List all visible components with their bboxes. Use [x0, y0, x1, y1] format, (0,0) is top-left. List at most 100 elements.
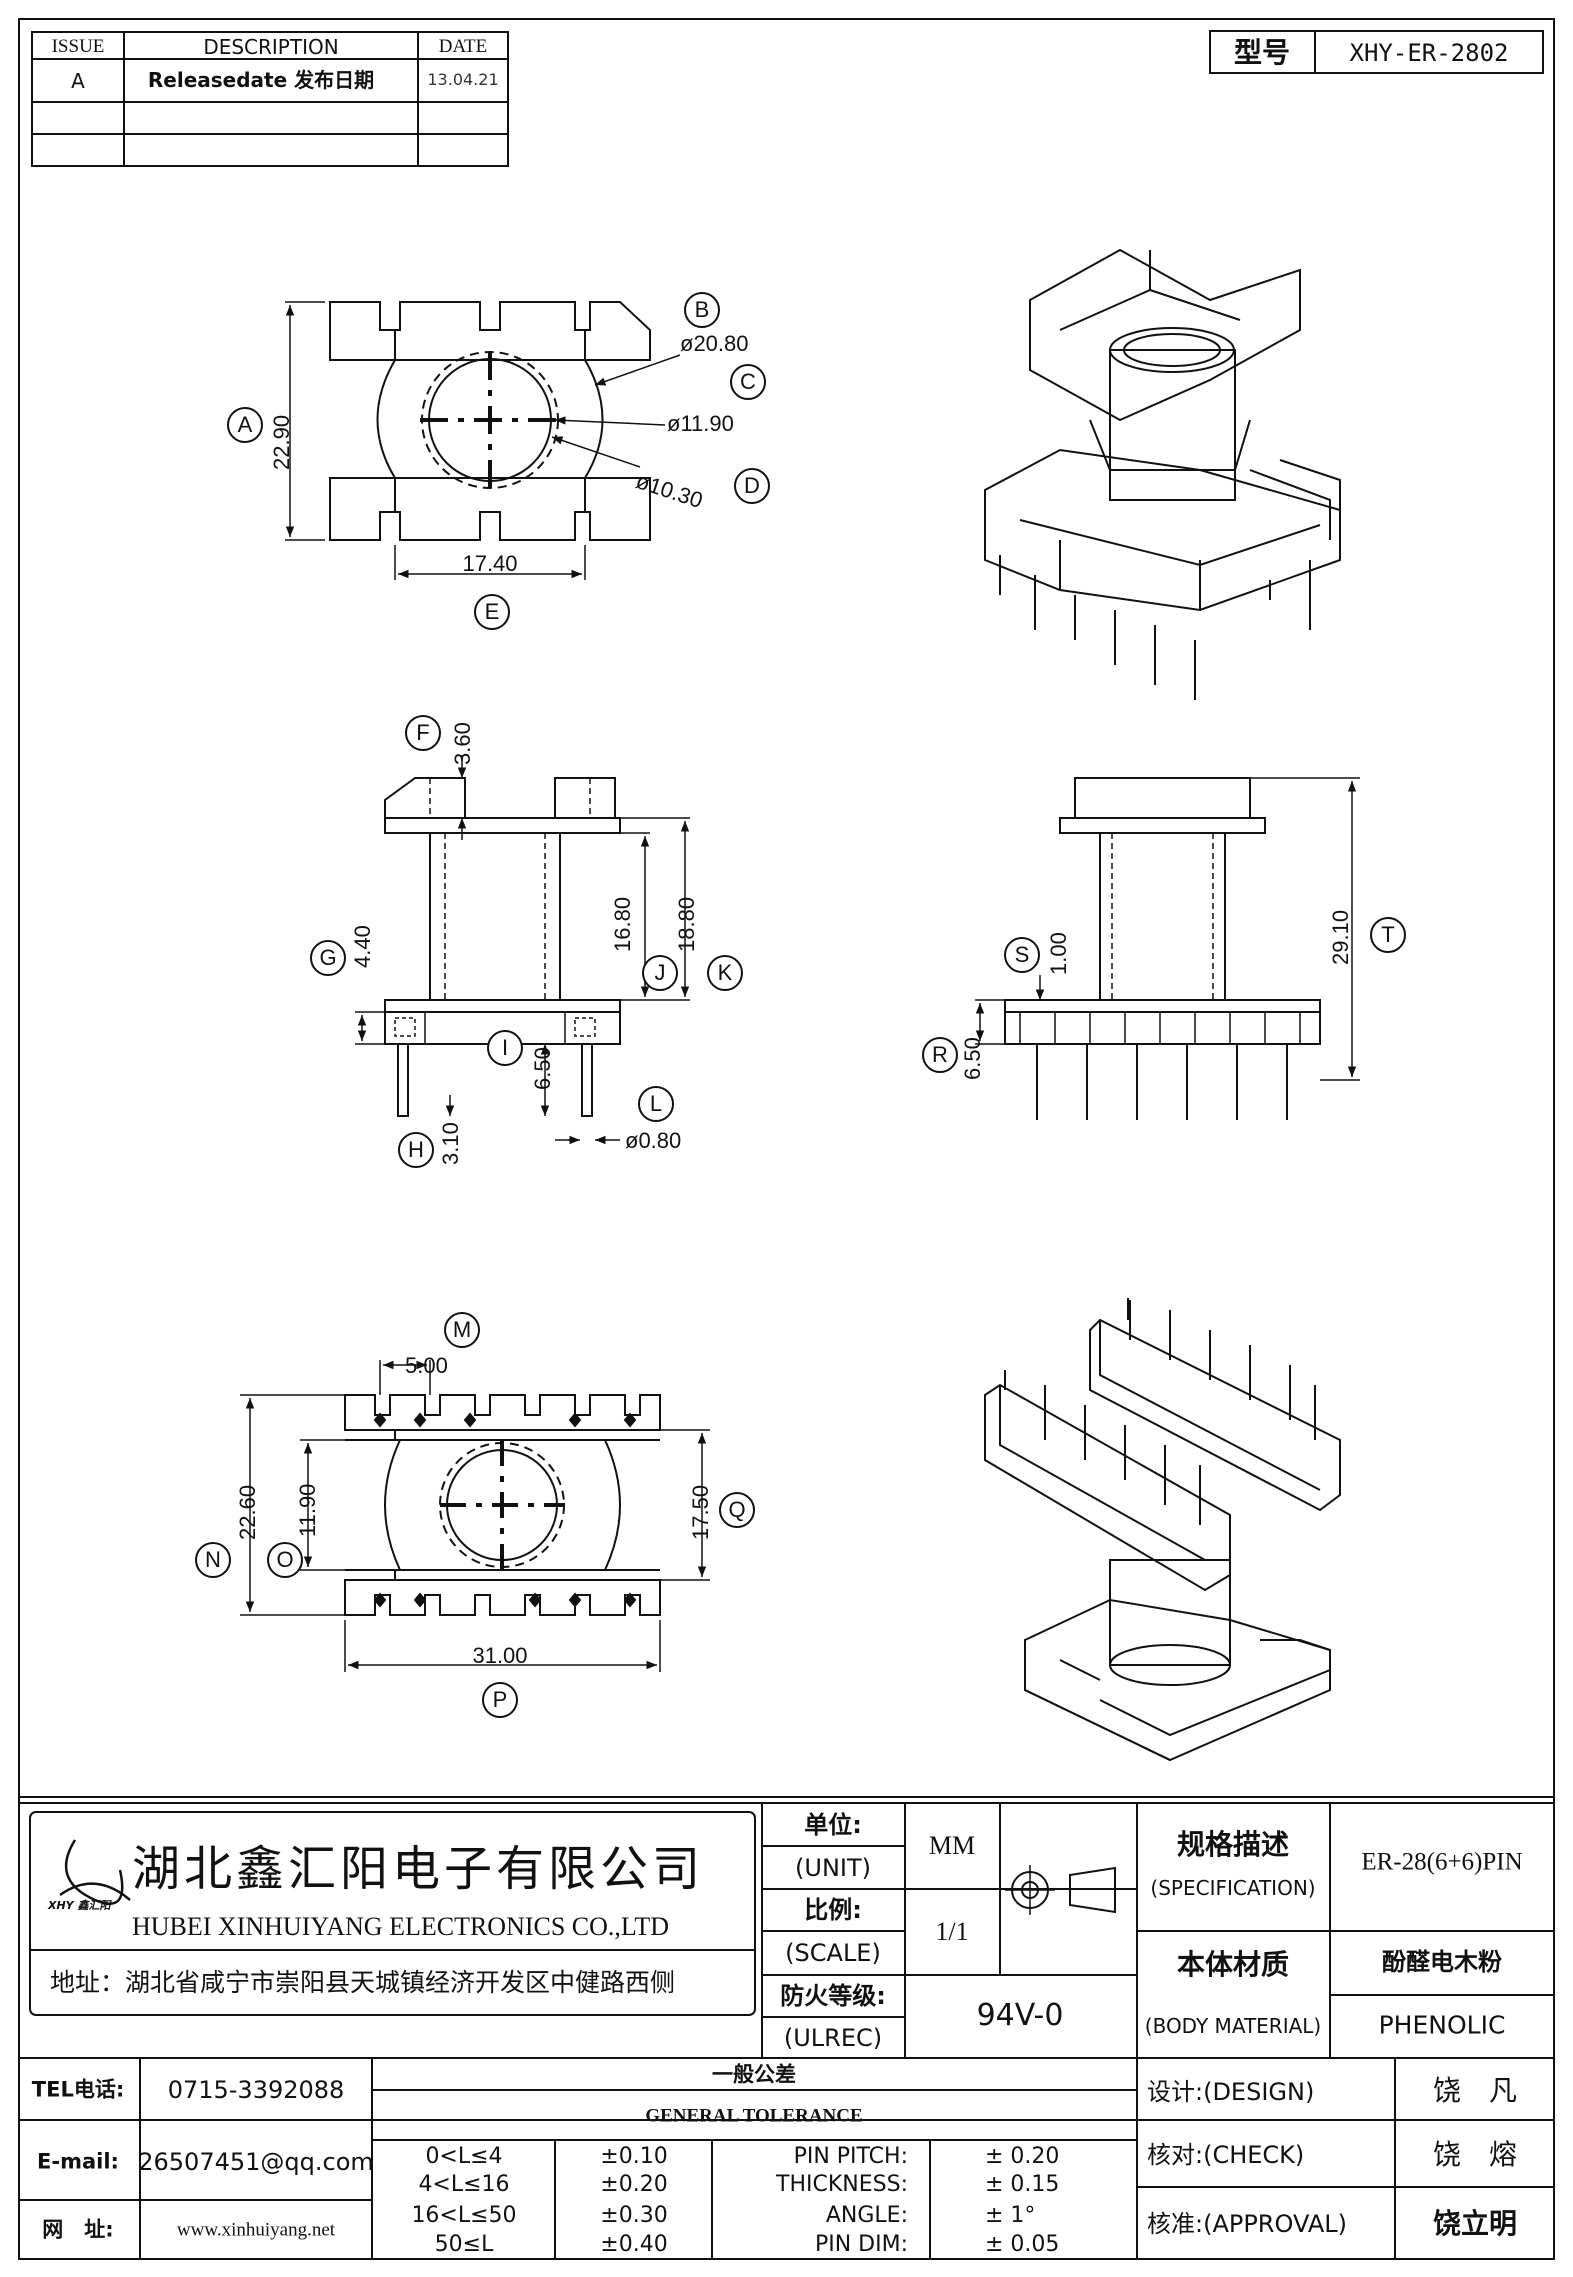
spec-en: (SPECIFICATION) [1150, 1876, 1316, 1900]
callout-m: M [452, 1317, 472, 1342]
callout-o: O [276, 1547, 294, 1572]
callout-r: R [932, 1042, 948, 1067]
callout-i: I [501, 1035, 509, 1060]
rev-header-description: DESCRIPTION [203, 35, 339, 59]
isometric-view-bottom [984, 1298, 1341, 1762]
ulrec-en: (ULREC) [783, 2024, 883, 2052]
callout-l: L [649, 1091, 663, 1116]
title-block [18, 1796, 1555, 2260]
dim-a: 22.90 [269, 414, 294, 470]
tol-value-1: ±0.10 [600, 2144, 668, 2169]
material-en: (BODY MATERIAL) [1144, 2014, 1322, 2038]
callout-circles [195, 292, 1406, 1718]
check-label: 核对:(CHECK) [1147, 2141, 1305, 2169]
tol-value-4: ±0.40 [600, 2232, 668, 2257]
dim-j: 16.80 [610, 896, 635, 952]
tol-value-2: ±0.20 [600, 2172, 668, 2197]
callout-h: H [408, 1137, 424, 1162]
web-label: 网 址: [42, 2217, 114, 2242]
callout-c: C [740, 369, 756, 394]
tol-item-1: PIN PITCH: [793, 2144, 908, 2169]
email-value[interactable]: 26507451@qq.com [138, 2148, 374, 2176]
dim-k: 18.80 [674, 896, 699, 952]
callout-s: S [1014, 942, 1030, 967]
unit-cn: 单位: [804, 1811, 862, 1839]
company-address: 地址：湖北省咸宁市崇阳县天城镇经济开发区中健路西侧 [50, 1968, 676, 1997]
web-value[interactable]: www.xinhuiyang.net [176, 2219, 336, 2241]
tel-label: TEL电话: [31, 2077, 125, 2102]
dim-e: 17.40 [462, 551, 518, 576]
dim-p: 31.00 [472, 1643, 528, 1668]
company-name-cn: 湖北鑫汇阳电子有限公司 [132, 1841, 705, 1897]
design-label: 设计:(DESIGN) [1147, 2078, 1315, 2106]
rev-description: Releasedate 发布日期 [147, 68, 375, 92]
callout-q: Q [728, 1497, 746, 1522]
company-name-en: HUBEI XINHUIYANG ELECTRONICS CO.,LTD [132, 1912, 670, 1941]
dim-c: ø11.90 [667, 411, 734, 436]
rev-date: 13.04.21 [427, 70, 499, 89]
rev-header-date: DATE [438, 36, 488, 57]
callout-b: B [694, 297, 710, 322]
tolerance-title-cn: 一般公差 [712, 2062, 796, 2087]
front-view [355, 755, 690, 1145]
scale-value: 1/1 [935, 1917, 969, 1946]
spec-value: ER-28(6+6)PIN [1361, 1848, 1523, 1876]
callout-n: N [205, 1547, 221, 1572]
callout-d: D [744, 473, 760, 498]
model-box [1209, 30, 1544, 74]
callout-j: J [654, 960, 666, 985]
tol-item-value-4: ± 0.05 [985, 2232, 1060, 2257]
unit-value: MM [928, 1831, 976, 1860]
tol-item-value-1: ± 0.20 [985, 2144, 1060, 2169]
model-label: 型号 [1233, 36, 1291, 69]
tol-range-2: 4<L≤16 [418, 2172, 510, 2197]
dim-i: 6.50 [530, 1047, 555, 1090]
material-cn: 本体材质 [1176, 1948, 1290, 1981]
tol-item-value-3: ± 1° [985, 2203, 1036, 2228]
material-value-en: PHENOLIC [1378, 2010, 1506, 2040]
callout-e: E [484, 599, 500, 624]
check-name: 饶 熔 [1432, 2138, 1518, 2171]
scale-cn: 比例: [804, 1896, 862, 1924]
scale-en: (SCALE) [785, 1939, 881, 1967]
top-view [285, 301, 681, 580]
callout-t: T [1381, 922, 1395, 947]
dim-r: 6.50 [960, 1037, 985, 1080]
tol-value-3: ±0.30 [600, 2203, 668, 2228]
dim-t: 29.10 [1328, 909, 1353, 965]
isometric-view-top [984, 248, 1341, 700]
company-logo [59, 1839, 131, 1905]
dim-h: 3.10 [438, 1122, 463, 1165]
design-name: 饶 凡 [1432, 2074, 1518, 2107]
dim-o: 11.90 [295, 1483, 320, 1537]
callout-p: P [492, 1687, 508, 1712]
dim-l: ø0.80 [625, 1128, 682, 1153]
callout-a: A [237, 412, 253, 437]
dim-f: 3.60 [450, 722, 475, 765]
material-value-cn: 酚醛电木粉 [1382, 1948, 1502, 1976]
tolerance-title-en: GENERAL TOLERANCE [645, 2105, 863, 2127]
side-view [975, 777, 1360, 1120]
approval-label: 核准:(APPROVAL) [1147, 2210, 1347, 2238]
unit-en: (UNIT) [795, 1854, 871, 1882]
dim-b: ø20.80 [680, 331, 749, 356]
rev-header-issue: ISSUE [51, 36, 105, 57]
dim-n: 22.60 [235, 1484, 260, 1540]
tol-range-4: 50≤L [434, 2232, 494, 2257]
callout-f: F [416, 720, 430, 745]
tol-item-2: THICKNESS: [776, 2172, 908, 2197]
dim-s: 1.00 [1046, 932, 1071, 975]
ulrec-value: 94V-0 [976, 1998, 1064, 2033]
company-logo-text: XHY 鑫汇阳 [48, 1899, 111, 1912]
dim-g: 4.40 [350, 925, 375, 968]
tol-range-1: 0<L≤4 [425, 2144, 503, 2169]
callout-g: G [319, 945, 337, 970]
dim-m: 5.00 [405, 1353, 448, 1378]
rev-issue: A [71, 69, 85, 93]
tol-item-3: ANGLE: [825, 2203, 908, 2228]
dim-q: 17.50 [688, 1484, 713, 1540]
ulrec-cn: 防火等级: [780, 1982, 886, 2010]
tol-range-3: 16<L≤50 [411, 2203, 517, 2228]
spec-cn: 规格描述 [1176, 1828, 1290, 1861]
